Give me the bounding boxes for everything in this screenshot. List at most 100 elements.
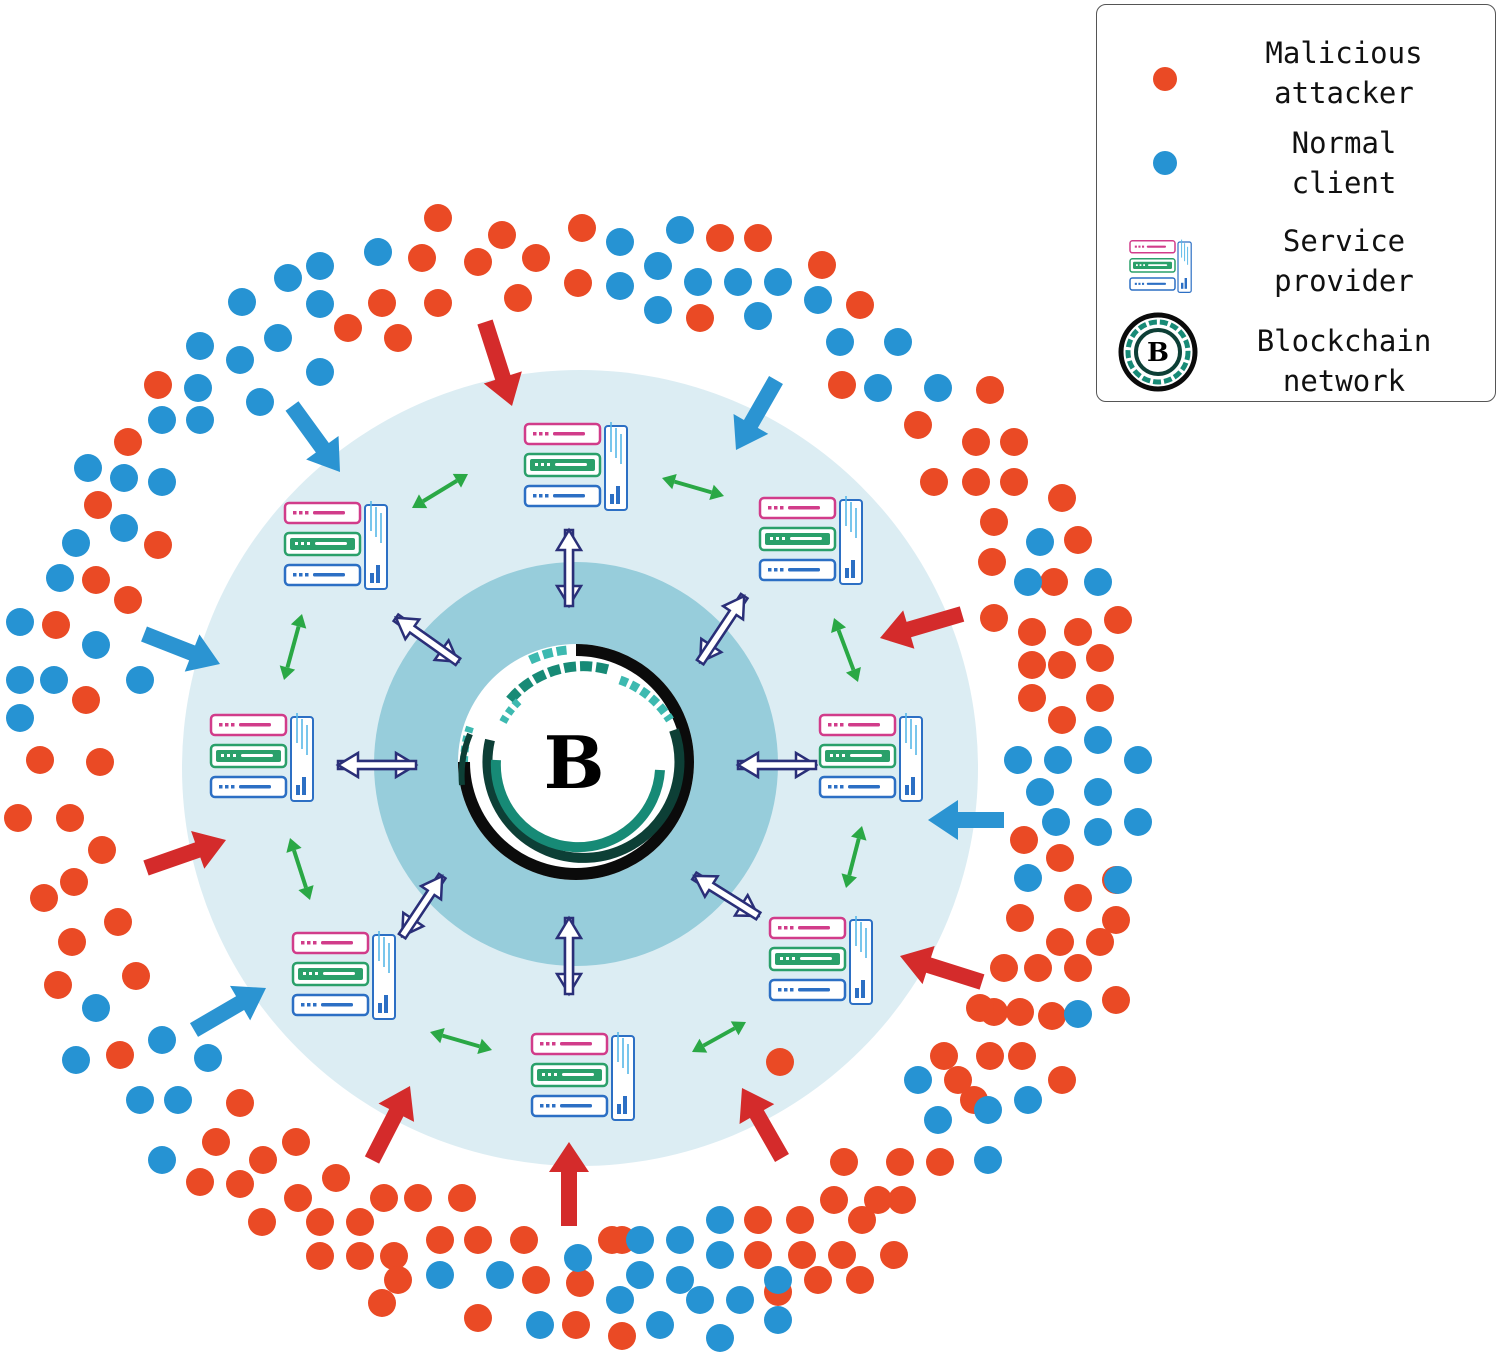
malicious-attacker-dot: [1064, 618, 1092, 646]
normal-client-dot: [306, 290, 334, 318]
malicious-attacker-dot: [464, 1304, 492, 1332]
normal-client-dot: [974, 1096, 1002, 1124]
malicious-attacker-dot: [966, 994, 994, 1022]
server-icon: [758, 494, 864, 586]
malicious-attacker-dot: [306, 1242, 334, 1270]
malicious-attacker-dot: [976, 376, 1004, 404]
malicious-attacker-dot: [962, 428, 990, 456]
legend-label-provider: Service provider: [1274, 224, 1414, 298]
peer-link-arrow: [279, 614, 307, 680]
normal-client-dot: [1084, 568, 1112, 596]
malicious-attacker-dot: [522, 244, 550, 272]
attack-arrow: [364, 1086, 415, 1164]
malicious-attacker-dot: [1086, 928, 1114, 956]
normal-client-dot: [148, 468, 176, 496]
normal-client-dot: [74, 454, 102, 482]
malicious-attacker-dot: [980, 508, 1008, 536]
malicious-attacker-dot: [976, 1042, 1004, 1070]
malicious-attacker-dot: [30, 884, 58, 912]
normal-client-dot: [804, 286, 832, 314]
malicious-attacker-dot: [72, 686, 100, 714]
malicious-attacker-dot: [504, 284, 532, 312]
malicious-attacker-dot: [464, 1226, 492, 1254]
malicious-attacker-dot: [766, 1048, 794, 1076]
normal-client-dot: [626, 1226, 654, 1254]
malicious-attacker-dot: [306, 1208, 334, 1236]
malicious-attacker-dot: [1000, 428, 1028, 456]
normal-client-dot: [666, 1226, 694, 1254]
malicious-attacker-dot: [1038, 1002, 1066, 1030]
chain-link-arrow: [335, 750, 419, 780]
normal-client-dot: [684, 268, 712, 296]
malicious-attacker-dot: [886, 1148, 914, 1176]
blockchain-core: B: [458, 644, 694, 880]
normal-client-dot: [724, 268, 752, 296]
malicious-attacker-dot: [510, 1226, 538, 1254]
normal-client-dot: [264, 324, 292, 352]
malicious-attacker-dot: [1008, 1042, 1036, 1070]
malicious-attacker-dot: [1010, 826, 1038, 854]
malicious-attacker-dot: [226, 1089, 254, 1117]
malicious-attacker-dot: [1048, 484, 1076, 512]
normal-client-dot: [646, 1311, 674, 1339]
malicious-attacker-dot: [106, 1041, 134, 1069]
normal-client-dot: [186, 406, 214, 434]
malicious-attacker-dot: [368, 1289, 396, 1317]
normal-client-dot: [1064, 1000, 1092, 1028]
normal-client-dot: [644, 296, 672, 324]
malicious-attacker-dot: [248, 1208, 276, 1236]
normal-client-dot: [706, 1324, 734, 1352]
normal-client-dot: [1084, 778, 1112, 806]
chain-link-arrow: [391, 612, 463, 667]
malicious-attacker-dot: [788, 1241, 816, 1269]
malicious-attacker-dot: [1064, 526, 1092, 554]
attack-arrow: [143, 831, 226, 876]
legend-blockchain-symbol: B: [1147, 338, 1169, 368]
normal-client-dot: [1014, 1086, 1042, 1114]
normal-client-dot: [164, 1086, 192, 1114]
malicious-attacker-dot: [1046, 928, 1074, 956]
normal-client-dot: [606, 1286, 634, 1314]
malicious-attacker-dot: [980, 604, 1008, 632]
malicious-attacker-dot: [744, 224, 772, 252]
normal-client-dot: [226, 346, 254, 374]
legend-item-provider: Service provider: [1097, 221, 1495, 311]
normal-client-dot: [62, 529, 90, 557]
attack-arrow: [900, 946, 985, 990]
malicious-attacker-dot: [384, 1266, 412, 1294]
malicious-attacker-dot: [114, 586, 142, 614]
normal-client-dot: [864, 374, 892, 402]
normal-client-dot: [924, 1106, 952, 1134]
normal-client-dot: [706, 1241, 734, 1269]
malicious-attacker-dot: [1048, 651, 1076, 679]
normal-client-dot: [1014, 568, 1042, 596]
malicious-attacker-dot: [424, 289, 452, 317]
malicious-attacker-dot: [82, 566, 110, 594]
malicious-attacker-dot: [370, 1184, 398, 1212]
malicious-attacker-dot: [1104, 606, 1132, 634]
malicious-attacker-dot: [60, 868, 88, 896]
malicious-attacker-dot: [1024, 954, 1052, 982]
attack-arrow: [880, 606, 965, 649]
normal-client-dot: [1014, 864, 1042, 892]
normal-client-dot: [1026, 778, 1054, 806]
malicious-attacker-dot: [686, 304, 714, 332]
server-icon: [291, 929, 397, 1021]
normal-client-dot: [1044, 746, 1072, 774]
malicious-attacker-dot: [114, 428, 142, 456]
malicious-attacker-dot: [1006, 998, 1034, 1026]
chain-link-arrow: [554, 915, 584, 997]
normal-client-dot: [274, 264, 302, 292]
malicious-attacker-dot: [202, 1128, 230, 1156]
malicious-attacker-dot: [846, 291, 874, 319]
normal-client-dot: [526, 1311, 554, 1339]
normal-client-dot: [924, 374, 952, 402]
normal-client-dot: [764, 1266, 792, 1294]
server-icon: [768, 914, 874, 1006]
peer-link-arrow: [430, 1027, 492, 1055]
attack-arrow: [739, 1088, 789, 1162]
malicious-attacker-dot: [522, 1266, 550, 1294]
normal-client-dot: [246, 388, 274, 416]
malicious-attacker-dot: [978, 548, 1006, 576]
